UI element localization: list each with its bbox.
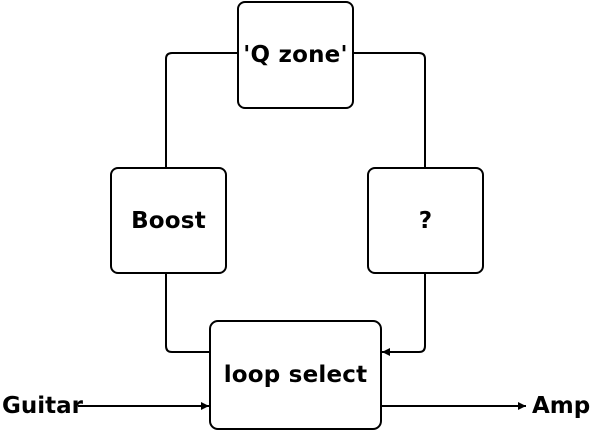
boost-box: Boost bbox=[110, 167, 227, 274]
wire-loop-to-boost bbox=[165, 273, 210, 353]
q-zone-box: 'Q zone' bbox=[237, 1, 354, 109]
guitar-input-label: Guitar bbox=[2, 393, 83, 419]
wire-qzone-to-unknown bbox=[353, 52, 426, 167]
loop-select-box: loop select bbox=[209, 320, 382, 430]
loop-select-label: loop select bbox=[223, 362, 368, 388]
amp-output-label: Amp bbox=[532, 393, 591, 419]
unknown-effect-box: ? bbox=[367, 167, 484, 274]
boost-label: Boost bbox=[131, 207, 206, 234]
q-zone-label: 'Q zone' bbox=[243, 42, 348, 68]
wire-boost-to-qzone bbox=[165, 52, 238, 167]
unknown-effect-label: ? bbox=[418, 207, 433, 234]
wire-unknown-to-loop bbox=[382, 273, 426, 356]
